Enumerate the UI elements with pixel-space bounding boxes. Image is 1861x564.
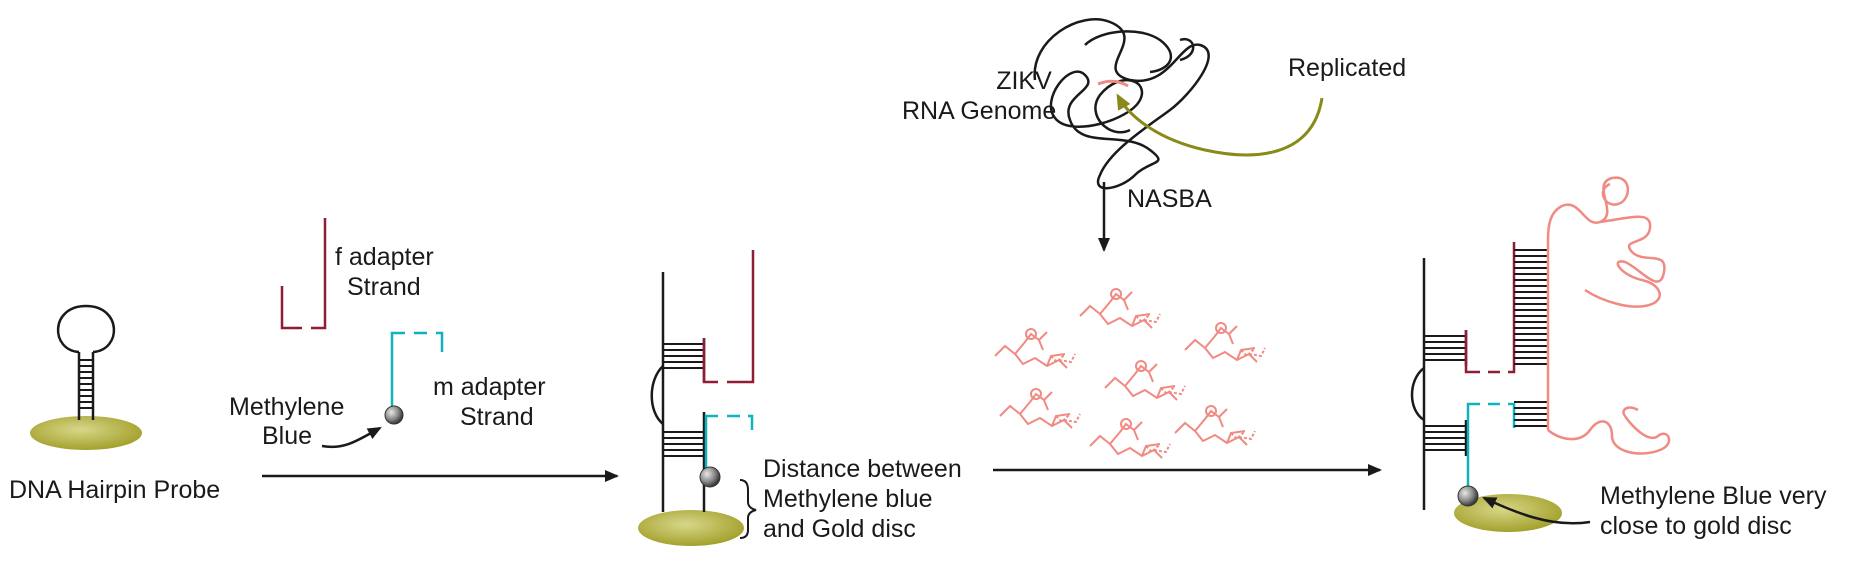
methylene-blue-bead bbox=[384, 405, 404, 425]
gold-disc bbox=[1454, 494, 1562, 532]
label-mb-close-line1: Methylene Blue very bbox=[1600, 482, 1827, 510]
label-zikv-line1: ZIKV bbox=[996, 67, 1052, 95]
label-nasba: NASBA bbox=[1127, 185, 1212, 213]
label-dna-hairpin-probe: DNA Hairpin Probe bbox=[9, 476, 221, 504]
f-adapter-strand bbox=[1464, 242, 1516, 374]
gold-disc bbox=[30, 416, 142, 450]
label-methylene-blue-line2: Blue bbox=[262, 422, 313, 450]
mb-close-pointer bbox=[1482, 496, 1591, 525]
replication-arrow bbox=[1116, 93, 1324, 157]
methylene-blue-pointer bbox=[321, 426, 382, 449]
f-adapter-strand bbox=[702, 250, 755, 384]
target-rna-strand bbox=[1546, 176, 1671, 455]
label-distance-line3: and Gold disc bbox=[763, 515, 916, 543]
m-adapter-strand bbox=[1466, 402, 1516, 496]
probe-target-bound bbox=[1410, 176, 1671, 532]
gold-disc bbox=[638, 510, 744, 546]
label-f-adapter-line2: Strand bbox=[347, 273, 421, 301]
probe-with-adapters bbox=[638, 250, 757, 546]
label-replicated: Replicated bbox=[1288, 54, 1407, 82]
distance-brace bbox=[739, 479, 757, 539]
f-adapter-strand bbox=[280, 218, 327, 330]
m-adapter-strand bbox=[704, 414, 754, 472]
methylene-blue-bead bbox=[699, 466, 721, 488]
label-mb-close-line2: close to gold disc bbox=[1600, 512, 1792, 540]
hairpin-probe bbox=[30, 304, 142, 450]
label-zikv-line2: RNA Genome bbox=[902, 97, 1057, 125]
hairpin-loop bbox=[56, 304, 116, 354]
amplified-rna-copies bbox=[994, 288, 1266, 459]
label-distance-line2: Methylene blue bbox=[763, 485, 933, 513]
methylene-blue-bead bbox=[1457, 485, 1479, 507]
label-methylene-blue-line1: Methylene bbox=[229, 393, 345, 421]
label-m-adapter-line2: Strand bbox=[460, 403, 534, 431]
label-distance-line1: Distance between bbox=[763, 455, 962, 483]
label-f-adapter-line1: f adapter bbox=[335, 243, 434, 271]
m-adapter-strand bbox=[390, 331, 444, 407]
zikv-target-region bbox=[1097, 79, 1129, 88]
label-m-adapter-line1: m adapter bbox=[433, 373, 546, 401]
